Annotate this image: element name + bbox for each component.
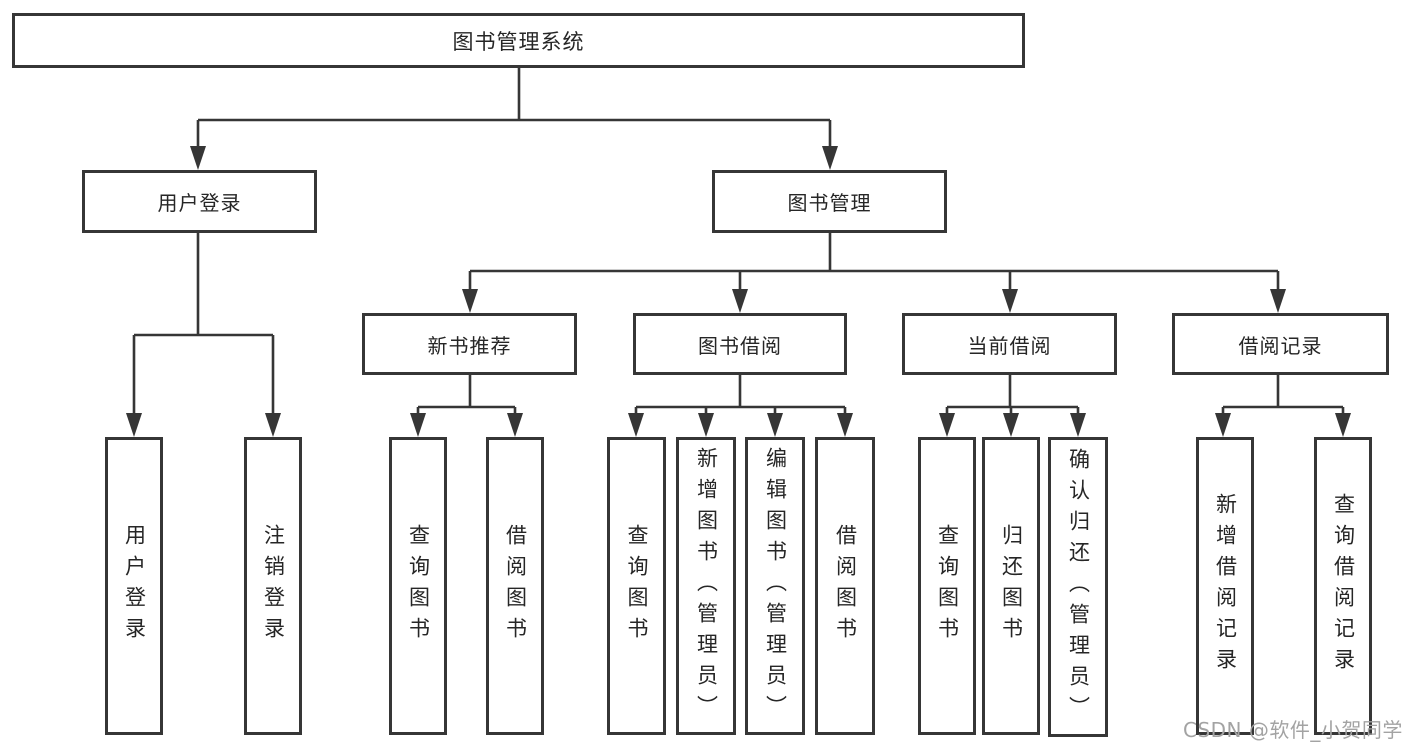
leaf-borrow-books: 借阅图书	[815, 437, 875, 735]
node-book-management: 图书管理	[712, 170, 947, 233]
leaf-logout: 注销登录	[244, 437, 302, 735]
leaf-query-books-recommend: 查询图书	[389, 437, 447, 735]
leaf-return-books: 归还图书	[982, 437, 1040, 735]
leaf-query-borrow-record: 查询借阅记录	[1314, 437, 1372, 735]
node-borrow-records: 借阅记录	[1172, 313, 1389, 375]
node-new-book-recommend: 新书推荐	[362, 313, 577, 375]
leaf-user-login: 用户登录	[105, 437, 163, 735]
leaf-edit-book-admin: 编辑图书（管理员）	[745, 437, 805, 735]
node-root-library-system: 图书管理系统	[12, 13, 1025, 68]
leaf-borrow-books-recommend: 借阅图书	[486, 437, 544, 735]
node-current-borrow: 当前借阅	[902, 313, 1117, 375]
csdn-watermark: CSDN @软件_小贺同学	[1183, 718, 1403, 742]
leaf-add-borrow-record: 新增借阅记录	[1196, 437, 1254, 735]
node-book-borrow: 图书借阅	[633, 313, 847, 375]
leaf-query-books-borrow: 查询图书	[607, 437, 666, 735]
leaf-add-book-admin: 新增图书（管理员）	[676, 437, 736, 735]
leaf-confirm-return-admin: 确认归还（管理员）	[1048, 437, 1108, 737]
node-user-login: 用户登录	[82, 170, 317, 233]
leaf-query-books-current: 查询图书	[918, 437, 976, 735]
